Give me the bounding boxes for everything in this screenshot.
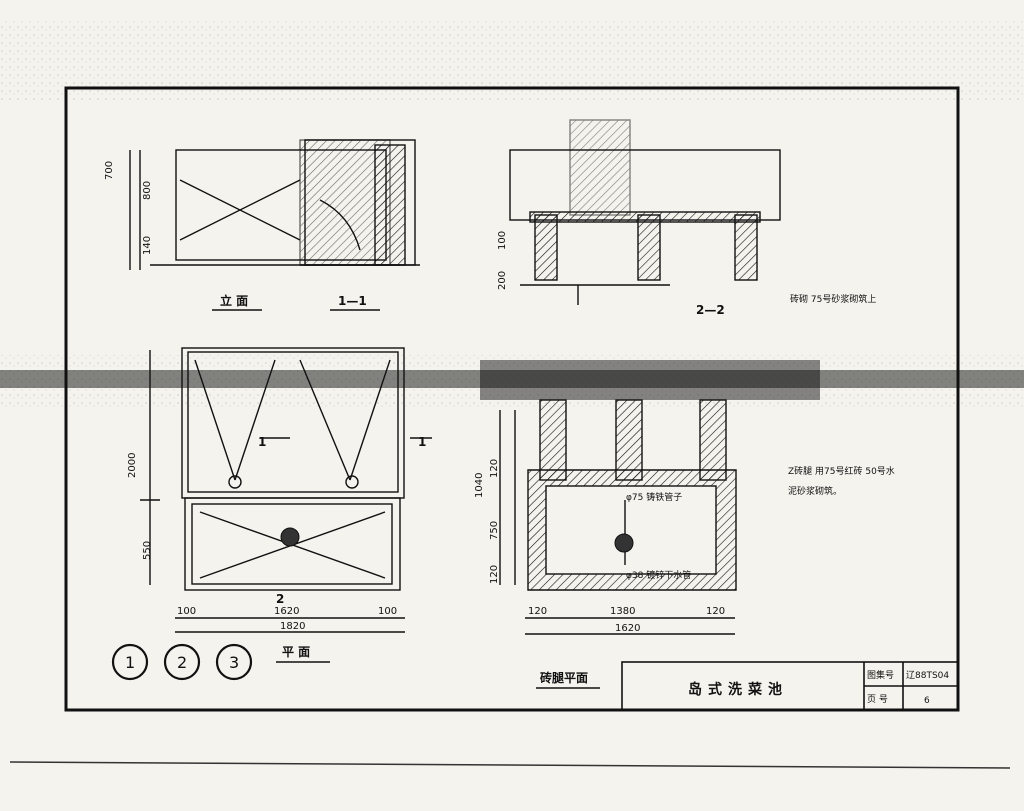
drawing-border [64,86,960,712]
section-note: 砖砌 75号砂浆砌筑上 [790,293,876,305]
figure-index-2: 2 [177,653,187,672]
section-2-2-title-text: 2—2 [696,303,725,317]
plan-left-offset: 100 [177,606,196,617]
drawing-name: 岛式洗菜池 [688,681,788,698]
foot-left-wall: 120 [528,606,547,617]
section-mark-2: 2 [276,592,284,606]
atlas-label: 图集号 [867,669,894,681]
sect-height-b: 200 [497,271,508,290]
plan-drain-icon [280,527,300,547]
brick-note-line2: 泥砂浆砌筑。 [788,485,842,497]
foot-plan-title: 砖腿平面 [540,670,588,685]
foot-drain-icon [614,533,634,553]
figure-index-3-circle [215,643,253,681]
section-1-1-view [300,139,420,266]
atlas-value: 辽88TS04 [906,670,949,681]
elev-height-a: 700 [104,161,115,180]
plan-height-lower: 550 [142,541,153,560]
page-value: 6 [924,696,930,706]
brick-note-line1: Z砖腿 用75号红砖 50号水 [788,465,895,477]
foot-height-a: 120 [489,459,500,478]
foot-right-wall: 120 [706,606,725,617]
elev-height-b: 800 [142,181,153,200]
foot-height-c: 120 [489,565,500,584]
figure-index-1-circle [111,643,149,681]
elev-height-c: 140 [142,236,153,255]
title-block [621,661,959,711]
foot-inner-width: 1380 [610,606,635,617]
foot-total-width: 1620 [615,623,640,634]
scan-bottom-edge [9,761,1011,769]
waste-pipe-note: φ75 铸铁管子 [626,491,682,503]
figure-index-1: 1 [125,653,135,672]
elevation-title: 立 面 [220,293,248,308]
foot-plan-view [499,399,737,635]
foot-height-total: 1040 [474,473,485,498]
plan-inner-width: 1620 [274,606,299,617]
plan-right-offset: 100 [378,606,397,617]
plan-title: 平 面 [282,645,310,659]
drain-pipe-note: φ38 镀锌下水管 [626,569,691,581]
figure-index-3: 3 [229,653,239,672]
figure-index-group: 1 2 3 [111,643,253,681]
sect-height-a: 100 [497,231,508,250]
section-mark-1-left: 1 [258,435,266,449]
page-label: 页 号 [867,694,888,705]
plan-total-width: 1820 [280,621,305,632]
section-1-1-title: 1—1 [338,294,367,308]
foot-height-b: 750 [489,521,500,540]
figure-index-2-circle [163,643,201,681]
section-2-2-view [509,119,781,305]
section-mark-1-right: 1 [418,435,426,449]
scan-dark-band-2 [480,360,820,400]
plan-height-upper: 2000 [127,453,138,478]
